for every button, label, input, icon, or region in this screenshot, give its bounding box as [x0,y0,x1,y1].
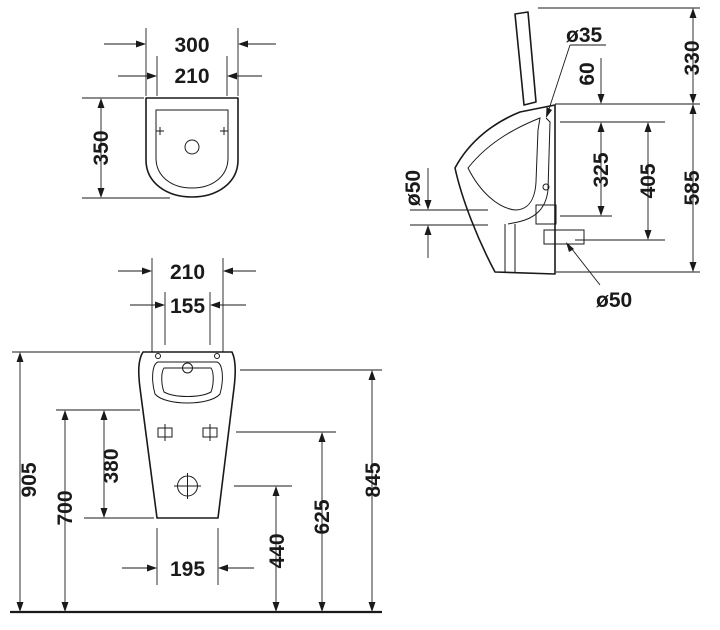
front-view-total-height-label: 905 [18,462,41,497]
front-view-top-rim-height-label: 845 [362,462,385,497]
side-view-total-height-label: 585 [681,170,704,205]
top-view-bowl-outline [145,97,239,198]
side-view-drain-diameter-bottom-label: ø50 [596,289,632,312]
side-view-inner-bowl [467,117,541,211]
front-view-mounting-height-label: 700 [54,490,77,525]
front-view: 210 155 195 905 700 380 [10,258,385,614]
front-view-top-width-label: 210 [170,261,205,284]
side-view-drain-pipe [543,229,585,245]
front-view-fixing-points [157,424,218,441]
top-view: 300 210 350 [82,28,276,199]
side-view: 330 585 405 325 60 ø35 ø50 [402,7,704,312]
side-view-drain-bottom-height-label: 405 [637,163,660,198]
side-view-lid [514,11,537,106]
side-view-body-outline [454,104,556,275]
top-view-width-outer-label: 300 [174,34,209,57]
top-view-width-inner-label: 210 [174,65,209,88]
side-view-back-channel [507,117,551,225]
side-view-inlet-offset-label: 60 [576,62,599,85]
side-view-drain-diameter-left-label: ø50 [402,170,425,206]
top-view-inlet-hole [184,139,200,155]
front-view-bowl-opening [161,367,214,397]
top-view-fixing-marks [156,127,228,135]
front-view-fixing-floor-height-label: 625 [311,499,334,534]
front-view-bottom-width-label: 195 [170,558,205,581]
front-view-fixing-distance-label: 155 [170,295,205,318]
top-view-bowl-inner [155,109,229,189]
top-view-depth-label: 350 [90,130,113,165]
front-view-body-outline [137,351,237,519]
side-view-drain-center-height-label: 325 [590,152,613,187]
front-view-bowl-rim [152,361,223,404]
side-view-inlet-diameter-label: ø35 [566,24,603,47]
front-view-fixing-height-label: 380 [100,448,123,483]
side-view-drain-fitting [535,204,557,225]
front-view-drain-height-label: 440 [266,533,289,568]
front-view-inlet [182,362,193,374]
side-view-top-clearance-label: 330 [681,40,704,75]
